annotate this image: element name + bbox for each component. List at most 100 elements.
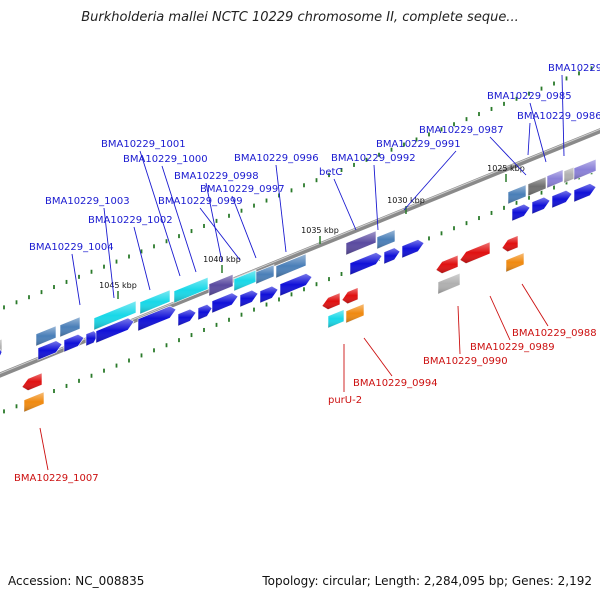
forward-label-leader [333,178,357,231]
reverse-gene-9-shade [502,235,518,252]
reverse-gene-4[interactable] [327,309,345,329]
kbp-tick-label: 1035 kbp [301,226,339,235]
upper-gene-1-shade [36,325,56,346]
upper-gene-16[interactable] [573,158,597,181]
reverse-gene-label[interactable]: BMA10229_0988 [512,328,597,339]
forward-gene-7[interactable] [197,303,213,321]
upper-gene-14[interactable] [546,169,564,189]
reverse-gene-6-shade [436,255,458,274]
forward-gene-label[interactable]: BMA10229_0996 [234,153,319,164]
upper-gene-16-shade [574,159,596,180]
reverse-label-leader [363,337,393,377]
upper-gene-2[interactable] [59,316,81,338]
forward-gene-7-shade [198,304,212,320]
upper-gene-3[interactable] [93,300,137,331]
forward-gene-label[interactable]: BMA10229_0999 [158,196,243,207]
forward-gene-label[interactable]: BMA10229_0991 [376,139,461,150]
forward-gene-label[interactable]: BMA10229_1002 [88,215,173,226]
reverse-gene-0[interactable] [21,372,43,391]
forward-gene-16-shade [532,197,550,214]
reverse-gene-1[interactable] [23,391,45,413]
reverse-gene-9[interactable] [501,235,519,253]
forward-gene-label[interactable]: BMA10229_0987 [419,125,504,136]
reverse-gene-label[interactable]: BMA10229_0994 [353,378,438,389]
upper-gene-4[interactable] [139,289,171,315]
upper-gene-13[interactable] [527,176,547,197]
upper-gene-6[interactable] [208,273,234,297]
forward-gene-0[interactable] [0,347,3,362]
reverse-gene-label[interactable]: BMA10229_1007 [14,473,99,484]
forward-gene-label[interactable]: betC [319,167,342,178]
forward-gene-17[interactable] [551,189,573,209]
forward-gene-label[interactable]: BMA10229_1000 [123,154,208,165]
forward-gene-5[interactable] [137,305,177,332]
forward-gene-2[interactable] [63,333,85,353]
forward-gene-14[interactable] [401,239,425,259]
forward-gene-13-shade [384,247,400,264]
reverse-gene-8[interactable] [437,272,461,295]
reverse-gene-1-shade [24,391,44,412]
upper-gene-5[interactable] [173,276,209,304]
reverse-gene-label[interactable]: BMA10229_0990 [423,356,508,367]
upper-gene-11[interactable] [376,229,396,250]
forward-gene-9[interactable] [239,289,259,308]
forward-gene-6[interactable] [177,308,197,327]
reverse-label-leader [521,283,549,327]
forward-gene-3[interactable] [85,330,99,347]
forward-gene-label[interactable]: BMA10229_1004 [29,242,114,253]
upper-gene-13-shade [528,176,546,196]
forward-gene-1[interactable] [37,340,63,361]
forward-gene-label[interactable]: BMA10229_0984 [548,63,600,74]
kbp-tick-label: 1030 kbp [387,196,425,205]
forward-gene-10-shade [260,286,278,303]
reverse-gene-2[interactable] [321,292,341,310]
upper-gene-11-shade [377,229,395,249]
reverse-gene-label[interactable]: purU-2 [328,395,362,406]
forward-label-leader [403,150,457,211]
upper-gene-12[interactable] [507,184,527,205]
forward-label-leader [161,165,197,273]
forward-gene-label[interactable]: BMA10229_1003 [45,196,130,207]
upper-gene-8[interactable] [255,264,275,285]
forward-gene-0-shade [0,349,2,357]
reverse-gene-5[interactable] [345,303,365,324]
forward-gene-16[interactable] [531,196,551,215]
forward-gene-11[interactable] [279,273,313,297]
forward-gene-12[interactable] [349,252,383,276]
reverse-gene-3[interactable] [341,287,359,305]
upper-gene-4-shade [140,289,170,314]
forward-gene-label[interactable]: BMA10229_0986 [517,111,600,122]
forward-gene-label[interactable]: BMA10229_0985 [487,91,572,102]
reverse-gene-7[interactable] [459,241,491,264]
forward-label-leader [71,253,81,306]
reverse-gene-10[interactable] [505,252,525,273]
upper-gene-8-shade [256,264,274,284]
forward-gene-15[interactable] [511,203,531,222]
forward-gene-10[interactable] [259,285,279,304]
forward-gene-18-shade [574,183,596,202]
forward-gene-label[interactable]: BMA10229_0998 [174,171,259,182]
forward-gene-13[interactable] [383,247,401,265]
forward-gene-15-shade [512,204,530,221]
reverse-gene-label[interactable]: BMA10229_0989 [470,342,555,353]
upper-gene-0[interactable] [0,338,3,355]
upper-gene-10[interactable] [345,230,377,256]
forward-gene-label[interactable]: BMA10229_1001 [101,139,186,150]
forward-label-leader [527,122,531,156]
forward-gene-8[interactable] [211,292,239,314]
forward-label-leader [373,164,379,231]
forward-gene-label[interactable]: BMA10229_0992 [331,153,416,164]
forward-gene-4[interactable] [95,317,135,344]
forward-label-leader [529,102,547,163]
kbp-tick-label: 1040 kbp [203,255,241,264]
upper-gene-9[interactable] [275,253,307,279]
forward-gene-label[interactable]: BMA10229_0997 [200,184,285,195]
forward-gene-6-shade [178,309,196,326]
upper-gene-7-shade [234,270,256,291]
reverse-gene-6[interactable] [435,254,459,274]
forward-label-leader [199,207,241,261]
upper-gene-15[interactable] [563,166,575,184]
forward-gene-18[interactable] [573,183,597,203]
upper-gene-1[interactable] [35,325,57,347]
